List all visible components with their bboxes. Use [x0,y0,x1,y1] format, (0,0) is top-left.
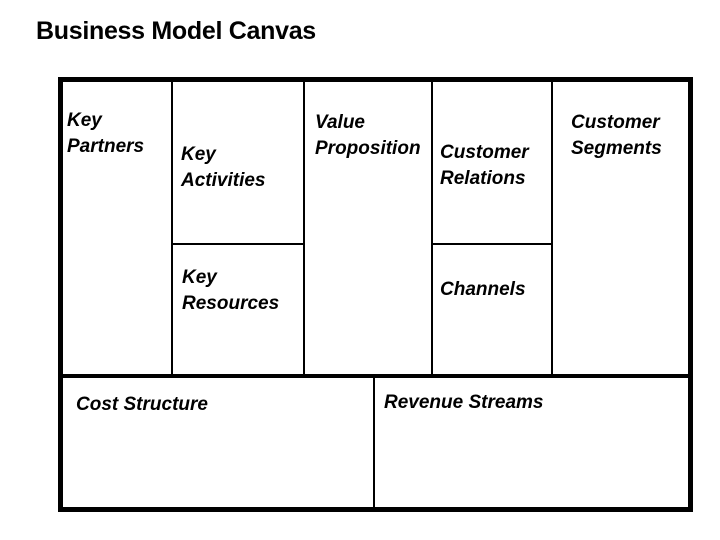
cell-customer-relations: Customer Relations [433,82,551,243]
divider-partners-activities [171,82,173,376]
cost-structure-label: Cost Structure [76,394,208,415]
revenue-streams-label: Revenue Streams [384,392,544,413]
cell-value-proposition: Value Proposition [305,82,431,376]
customer-relations-label: Customer Relations [440,142,529,189]
cell-key-resources: Key Resources [173,245,303,376]
divider-relations-channels [433,243,551,245]
divider-activities-resources [173,243,303,245]
cell-cost-structure: Cost Structure [63,378,373,507]
cell-key-partners: Key Partners [63,82,171,376]
customer-segments-label: Customer Segments [571,112,662,159]
channels-label: Channels [440,279,526,300]
cell-key-activities: Key Activities [173,82,303,243]
cell-revenue-streams: Revenue Streams [375,378,688,507]
key-resources-label: Key Resources [182,267,280,314]
key-partners-label: Key Partners [67,110,145,157]
page-title: Business Model Canvas [36,17,316,45]
divider-upper-lower-sections [63,374,688,378]
value-proposition-label: Value Proposition [315,112,421,159]
cell-customer-segments: Customer Segments [553,82,688,376]
divider-activities-valueprop [303,82,305,376]
key-activities-label: Key Activities [181,144,266,191]
divider-relations-segments [551,82,553,376]
canvas-outer-frame [58,77,693,512]
divider-valueprop-relations [431,82,433,376]
cell-channels: Channels [433,245,551,376]
divider-cost-revenue [373,378,375,507]
